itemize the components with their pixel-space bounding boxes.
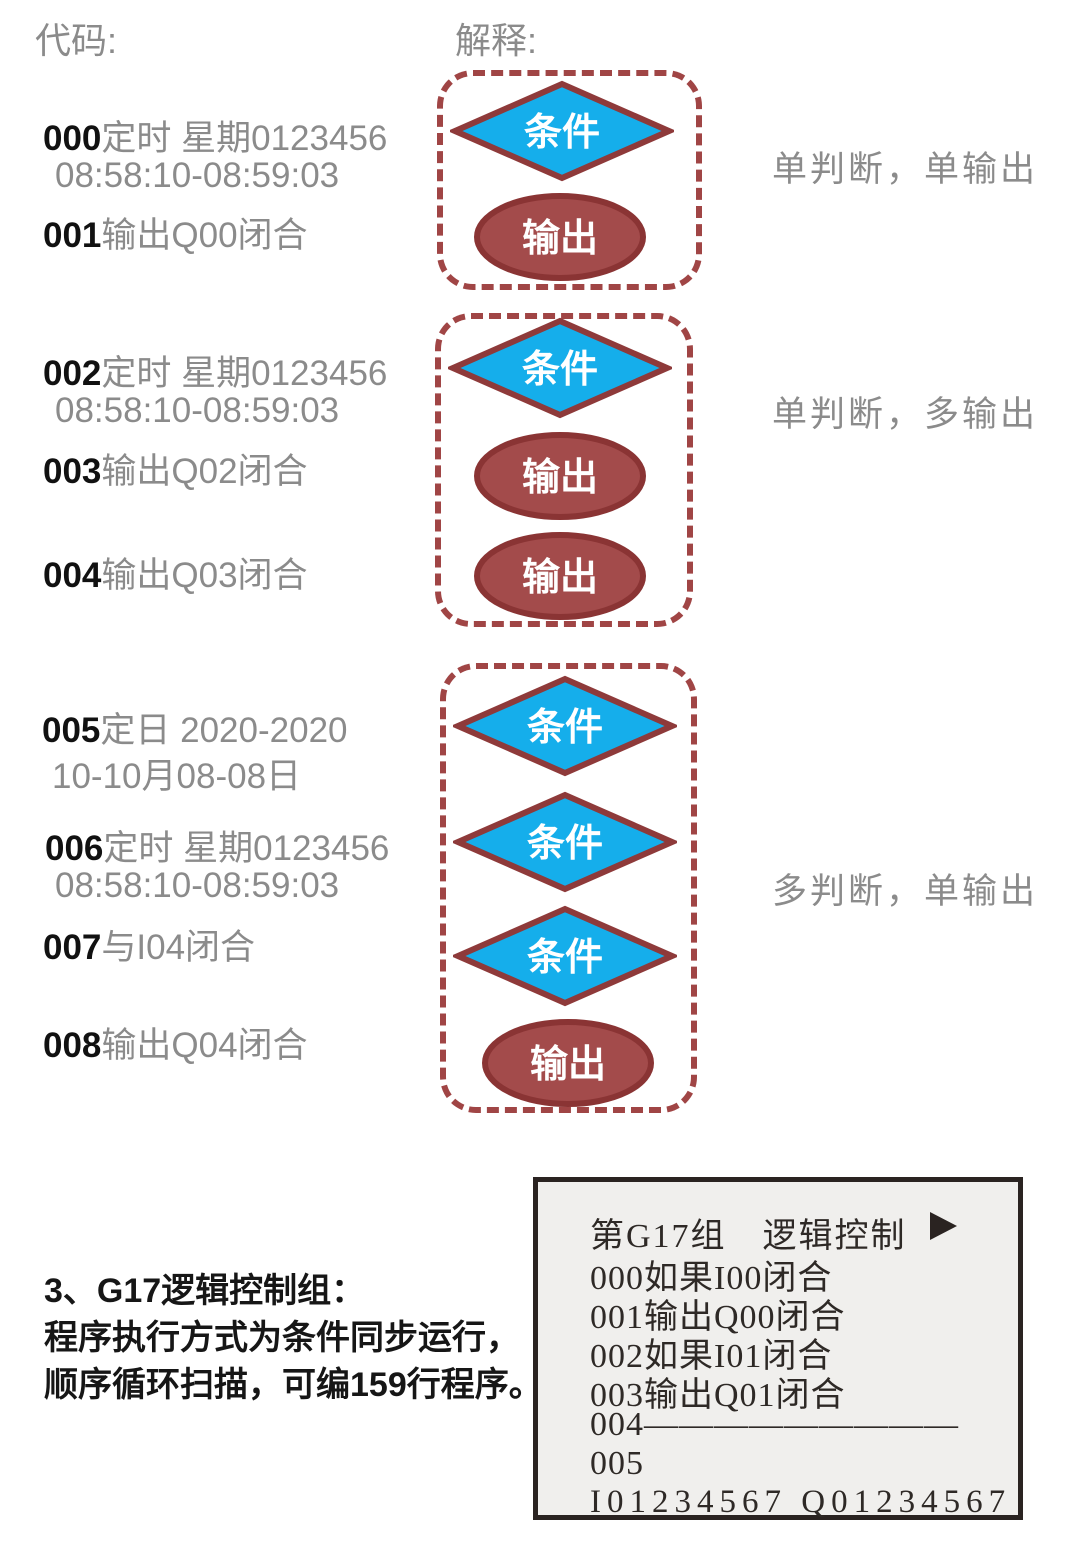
code-line-text: 与I04闭合 bbox=[101, 928, 256, 967]
lcd-line: 000如果I00闭合 bbox=[590, 1260, 833, 1297]
lcd-line: 001输出Q00闭合 bbox=[590, 1299, 846, 1336]
flow-label: 多判断，单输出 bbox=[772, 872, 1039, 911]
condition-diamond: 条件 bbox=[453, 675, 677, 777]
flow-group-single-single bbox=[437, 70, 702, 290]
code-line: 10-10月08-08日 bbox=[52, 748, 301, 799]
lcd-io-status-line: I01234567 Q01234567 bbox=[590, 1484, 1012, 1520]
lcd-line: 002如果I01闭合 bbox=[590, 1338, 833, 1375]
code-line-text: 输出Q03闭合 bbox=[101, 556, 308, 595]
code-line-text: 08:58:10-08:59:03 bbox=[55, 391, 340, 430]
code-line: 007与I04闭合 bbox=[43, 919, 255, 970]
output-label: 输出 bbox=[522, 557, 598, 599]
code-line-text: 08:58:10-08:59:03 bbox=[55, 156, 340, 195]
explain-column-header: 解释: bbox=[455, 20, 538, 61]
code-line-text: 08:58:10-08:59:03 bbox=[55, 866, 340, 905]
condition-diamond: 条件 bbox=[450, 80, 674, 182]
code-line-number: 000 bbox=[43, 119, 102, 158]
code-line-text: 定时 星期0123456 bbox=[103, 829, 390, 868]
condition-label: 条件 bbox=[527, 823, 603, 865]
condition-diamond: 条件 bbox=[453, 905, 677, 1007]
flow-group-single-multi bbox=[435, 313, 693, 627]
code-line-text: 定时 星期0123456 bbox=[101, 119, 388, 158]
code-line: 000定时 星期0123456 bbox=[43, 110, 387, 161]
flow-label: 单判断，多输出 bbox=[772, 395, 1039, 434]
output-label: 输出 bbox=[522, 218, 598, 260]
code-line: 005定日 2020-2020 bbox=[42, 702, 348, 753]
code-line: 004输出Q03闭合 bbox=[43, 547, 308, 598]
code-line-number: 003 bbox=[43, 452, 102, 491]
code-line: 002定时 星期0123456 bbox=[43, 345, 387, 396]
note-block: 3、G17逻辑控制组： 程序执行方式为条件同步运行， 顺序循环扫描，可编159行… bbox=[44, 1268, 543, 1409]
output-ellipse: 输出 bbox=[474, 432, 646, 520]
code-line: 006定时 星期0123456 bbox=[45, 820, 389, 871]
code-line-text: 输出Q02闭合 bbox=[101, 452, 308, 491]
condition-label: 条件 bbox=[527, 707, 603, 749]
code-line: 08:58:10-08:59:03 bbox=[55, 866, 339, 906]
output-label: 输出 bbox=[530, 1044, 606, 1086]
code-line-number: 008 bbox=[43, 1026, 102, 1065]
code-line-text: 输出Q04闭合 bbox=[101, 1026, 308, 1065]
code-line-text: 定日 2020-2020 bbox=[100, 711, 348, 750]
condition-diamond: 条件 bbox=[448, 317, 672, 419]
condition-label: 条件 bbox=[522, 349, 598, 391]
code-column-header: 代码: bbox=[35, 20, 118, 61]
lcd-title: 第G17组 逻辑控制 bbox=[590, 1218, 907, 1255]
output-ellipse: 输出 bbox=[474, 193, 646, 281]
code-line-text: 10-10月08-08日 bbox=[52, 757, 302, 796]
lcd-line: 004————————— bbox=[590, 1406, 959, 1443]
code-line: 08:58:10-08:59:03 bbox=[55, 156, 339, 196]
output-ellipse: 输出 bbox=[474, 532, 646, 620]
code-line-number: 005 bbox=[42, 711, 101, 750]
code-line-number: 002 bbox=[43, 354, 102, 393]
code-line: 08:58:10-08:59:03 bbox=[55, 391, 339, 431]
code-line: 003输出Q02闭合 bbox=[43, 443, 308, 494]
code-line-text: 输出Q00闭合 bbox=[101, 216, 308, 255]
code-line-number: 007 bbox=[43, 928, 102, 967]
flow-group-multi-single bbox=[440, 663, 697, 1113]
lcd-screen: 第G17组 逻辑控制 000如果I00闭合 001输出Q00闭合 002如果I0… bbox=[533, 1177, 1023, 1520]
condition-label: 条件 bbox=[524, 112, 600, 154]
right-arrow-icon bbox=[930, 1212, 957, 1240]
note-heading: 3、G17逻辑控制组： bbox=[44, 1272, 366, 1310]
code-line-number: 004 bbox=[43, 556, 102, 595]
flow-label: 单判断，单输出 bbox=[772, 150, 1039, 189]
lcd-line: 003输出Q01闭合 bbox=[590, 1377, 846, 1414]
condition-diamond: 条件 bbox=[453, 791, 677, 893]
note-line: 程序执行方式为条件同步运行， bbox=[44, 1319, 520, 1357]
condition-label: 条件 bbox=[527, 937, 603, 979]
output-ellipse: 输出 bbox=[482, 1019, 654, 1107]
output-label: 输出 bbox=[522, 457, 598, 499]
code-line-number: 006 bbox=[45, 829, 104, 868]
code-line: 008输出Q04闭合 bbox=[43, 1017, 308, 1068]
code-line: 001输出Q00闭合 bbox=[43, 207, 308, 258]
code-line-text: 定时 星期0123456 bbox=[101, 354, 388, 393]
note-line: 顺序循环扫描，可编159行程序。 bbox=[44, 1366, 543, 1404]
lcd-line: 005 bbox=[590, 1445, 644, 1482]
code-line-number: 001 bbox=[43, 216, 102, 255]
